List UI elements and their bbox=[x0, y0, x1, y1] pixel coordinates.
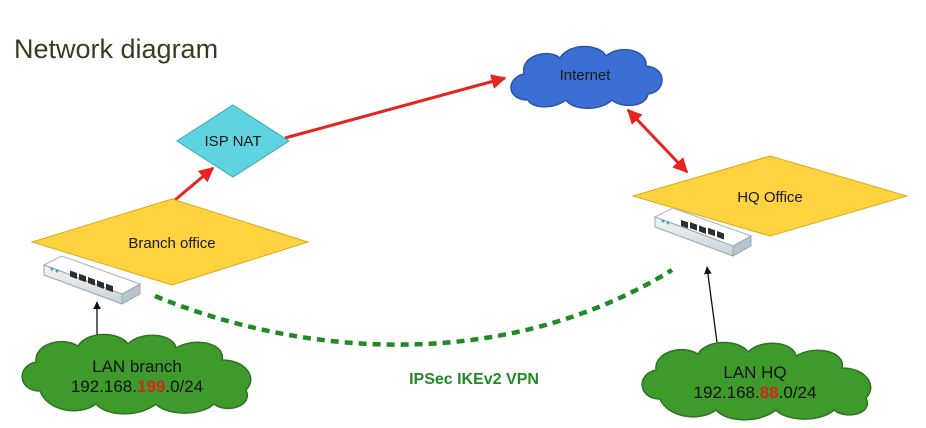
internet-label: Internet bbox=[560, 67, 612, 84]
lan-branch-subnet-suffix: .0/24 bbox=[165, 377, 203, 396]
lan-branch-cloud: LAN branch 192.168.199.0/24 bbox=[21, 333, 252, 415]
lan-hq-subnet-prefix: 192.168. bbox=[694, 383, 760, 402]
lan-hq-subnet-suffix: .0/24 bbox=[779, 383, 817, 402]
vpn-tunnel-line bbox=[154, 268, 674, 347]
lan-branch-subnet-octet: 199 bbox=[137, 377, 165, 396]
diagram-title: Network diagram bbox=[14, 34, 218, 64]
link-hq-router-lan bbox=[704, 266, 721, 351]
vpn-label: IPSec IKEv2 VPN bbox=[409, 371, 539, 388]
link-branch-to-isp bbox=[174, 166, 215, 202]
lan-branch-label: LAN branch bbox=[92, 357, 182, 376]
branch-router-icon bbox=[42, 255, 142, 305]
branch-office-node: Branch office bbox=[30, 198, 310, 286]
isp-nat-label: ISP NAT bbox=[205, 133, 262, 150]
hq-router-icon bbox=[653, 207, 753, 257]
lan-hq-cloud: LAN HQ 192.168.88.0/24 bbox=[641, 341, 872, 421]
lan-hq-label: LAN HQ bbox=[723, 363, 786, 382]
link-isp-to-internet bbox=[284, 74, 507, 140]
lan-hq-subnet-octet: 88 bbox=[760, 383, 779, 402]
isp-nat-node: ISP NAT bbox=[176, 104, 290, 178]
hq-office-label: HQ Office bbox=[737, 189, 803, 206]
internet-cloud: Internet bbox=[510, 45, 663, 109]
hq-office-node: HQ Office bbox=[631, 155, 909, 237]
lan-hq-subnet: 192.168.88.0/24 bbox=[694, 383, 817, 402]
link-internet-hq bbox=[626, 108, 689, 174]
lan-branch-subnet-prefix: 192.168. bbox=[71, 377, 137, 396]
branch-office-label: Branch office bbox=[128, 235, 215, 252]
lan-branch-subnet: 192.168.199.0/24 bbox=[71, 377, 203, 396]
